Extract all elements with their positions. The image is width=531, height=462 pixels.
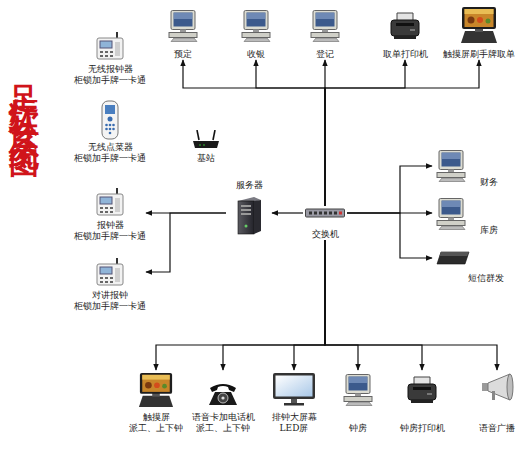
device-node: 收银 <box>236 8 276 60</box>
device-label: 语音卡加电话机 <box>192 412 255 423</box>
device-node: 取单打印机 <box>378 8 432 60</box>
device-label: 触摸屏 <box>143 412 170 423</box>
device-label: 柜锁加手牌一卡通 <box>74 153 146 164</box>
device-node: 排钟大屏幕LED屏 <box>264 370 324 434</box>
device-label: 库房 <box>480 225 498 236</box>
switch-icon <box>306 209 345 217</box>
network-connector <box>156 240 325 370</box>
network-connector <box>183 60 325 206</box>
device-node: 无线报钟器柜锁加手牌一卡通 <box>74 30 146 86</box>
device-node: 短信群发 <box>432 248 504 284</box>
device-node: 交换机 <box>303 206 347 240</box>
device-label: 短信群发 <box>468 273 504 284</box>
device-label: 报钟器 <box>97 220 124 231</box>
device-node: 钟房打印机 <box>397 370 447 434</box>
device-label: 钟房打印机 <box>400 423 445 434</box>
device-label: 柜锁加手牌一卡通 <box>74 301 146 312</box>
device-node: 语音广播 <box>472 370 522 434</box>
device-node: 对讲报钟柜锁加手牌一卡通 <box>74 256 146 312</box>
device-label: 派工、上下钟 <box>196 423 250 434</box>
device-label: 柜锁加手牌一卡通 <box>74 231 146 242</box>
device-label: 柜锁加手牌一卡通 <box>74 75 146 86</box>
printer-icon <box>391 13 419 39</box>
device-label: 对讲报钟 <box>92 290 128 301</box>
computer-icon <box>311 11 339 42</box>
device-label: 登记 <box>316 49 334 60</box>
pager-icon <box>97 188 123 215</box>
network-connector <box>325 60 405 206</box>
device-label: 基站 <box>197 153 215 164</box>
printer-icon <box>408 377 436 403</box>
device-node: 基站 <box>186 128 226 164</box>
network-connector <box>325 240 358 370</box>
server-icon <box>238 197 261 234</box>
device-node: 触摸屏刷手牌取单 <box>440 8 518 60</box>
device-node: 报钟器柜锁加手牌一卡通 <box>74 186 146 242</box>
computer-icon <box>437 199 465 230</box>
device-label: 无线点菜器 <box>88 142 133 153</box>
device-node: 服务器 <box>226 180 272 238</box>
device-label: 无线报钟器 <box>88 64 133 75</box>
device-label: 取单打印机 <box>383 49 428 60</box>
device-label: 钟房 <box>349 423 367 434</box>
device-node: 钟房 <box>338 370 378 434</box>
network-connector <box>272 212 303 213</box>
handheld-icon <box>102 101 118 139</box>
touchscreen-icon <box>139 373 173 407</box>
device-node: 无线点菜器柜锁加手牌一卡通 <box>74 98 146 164</box>
led-screen-icon <box>273 373 315 406</box>
device-label: 触摸屏刷手牌取单 <box>443 49 515 60</box>
device-label: 预定 <box>174 49 192 60</box>
network-connector <box>347 213 432 258</box>
device-label: 收银 <box>247 49 265 60</box>
network-connector <box>325 240 422 370</box>
device-node: 语音卡加电话机派工、上下钟 <box>190 370 256 434</box>
telephone-icon <box>209 384 237 405</box>
computer-icon <box>242 11 270 42</box>
device-label: 交换机 <box>312 229 339 240</box>
sms-modem-icon <box>437 252 469 264</box>
wireless-pager-icon <box>97 32 123 59</box>
network-connector <box>325 60 479 206</box>
device-node: 财务 <box>432 148 498 188</box>
network-connector <box>294 240 325 370</box>
device-node: 触摸屏派工、上下钟 <box>125 370 187 434</box>
network-connector <box>146 213 226 272</box>
network-connector <box>256 60 325 206</box>
device-label: 服务器 <box>236 180 263 191</box>
intercom-pager-icon <box>97 258 123 285</box>
network-connector <box>347 166 432 213</box>
computer-icon <box>437 151 465 182</box>
device-label: 派工、上下钟 <box>129 423 183 434</box>
device-label: 排钟大屏幕 <box>272 412 317 423</box>
base-station-icon <box>193 130 219 148</box>
network-connector <box>223 240 325 370</box>
device-label: 语音广播 <box>479 423 515 434</box>
device-node: 登记 <box>305 8 345 60</box>
network-connector <box>325 240 497 370</box>
loudspeaker-icon <box>482 374 513 400</box>
diagram-title: 足疗软件系统图 <box>4 60 44 137</box>
device-label: 财务 <box>480 177 498 188</box>
device-label: LED屏 <box>280 423 309 434</box>
computer-icon <box>169 11 197 42</box>
computer-icon <box>344 375 372 406</box>
touchscreen-icon <box>461 7 497 43</box>
device-node: 预定 <box>163 8 203 60</box>
device-node: 库房 <box>432 196 498 236</box>
